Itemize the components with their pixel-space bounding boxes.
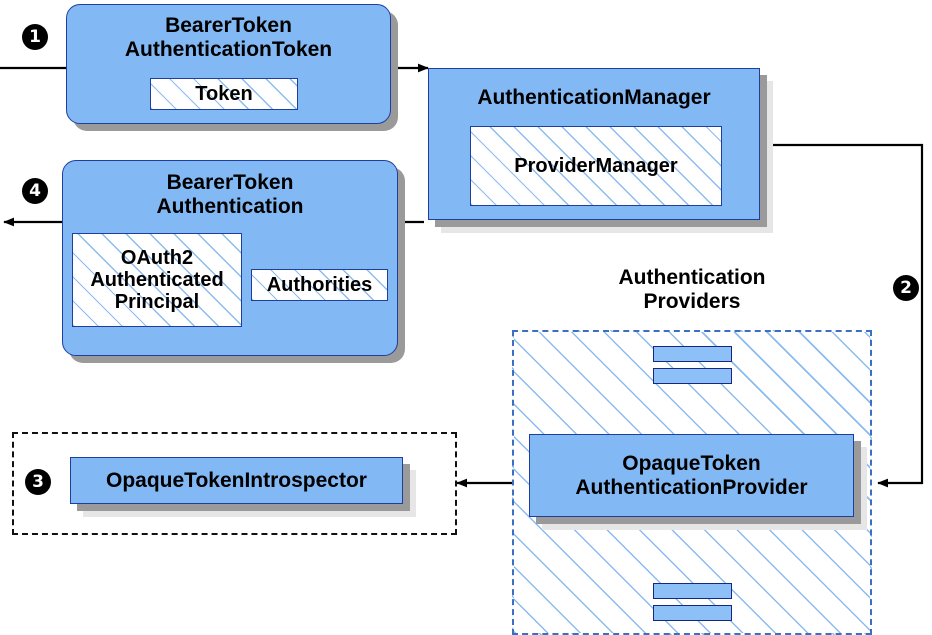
step-number-4: 4	[22, 178, 48, 204]
provider-stack-bar-bottom-2	[653, 605, 732, 621]
bearer-token-authentication-title-line1: BearerToken	[166, 171, 294, 194]
bearer-token-authentication-title-line2: Authentication	[156, 194, 304, 218]
opaque-token-introspector-title: OpaqueTokenIntrospector	[106, 468, 367, 492]
bearer-token-authentication-token-title-line1: BearerToken	[165, 14, 292, 37]
provider-stack-bar-top-2	[653, 368, 732, 384]
provider-stack-bar-bottom-1	[653, 583, 732, 599]
opaque-token-authentication-provider-title-line1: OpaqueToken	[622, 451, 761, 475]
principal-line2: Authenticated	[90, 269, 224, 291]
inner-oauth2-authenticated-principal-box[interactable]: OAuth2 Authenticated Principal	[72, 233, 242, 327]
bearer-token-authentication-token-title-line2: AuthenticationToken	[124, 37, 333, 61]
authentication-providers-heading-line2: Providers	[643, 290, 741, 314]
step-number-2: 2	[893, 275, 919, 301]
step-number-1: 1	[22, 24, 48, 50]
principal-line1: OAuth2	[120, 247, 194, 269]
authentication-providers-heading: Authentication Providers	[562, 266, 822, 314]
authentication-manager-title: AuthenticationManager	[477, 86, 711, 109]
node-opaque-token-introspector[interactable]: OpaqueTokenIntrospector	[70, 457, 403, 504]
opaque-token-authentication-provider-title-line2: AuthenticationProvider	[575, 475, 808, 499]
opaque-token-introspector-container	[12, 432, 457, 535]
inner-provider-manager-box[interactable]: ProviderManager	[470, 126, 722, 206]
inner-token-box[interactable]: Token	[150, 78, 298, 110]
principal-line3: Principal	[114, 291, 200, 313]
inner-authorities-box[interactable]: Authorities	[251, 269, 388, 301]
authentication-providers-heading-line1: Authentication	[618, 266, 766, 289]
step-number-3: 3	[25, 469, 51, 495]
provider-stack-bar-top-1	[653, 346, 732, 362]
node-opaque-token-authentication-provider[interactable]: OpaqueToken AuthenticationProvider	[529, 434, 854, 517]
